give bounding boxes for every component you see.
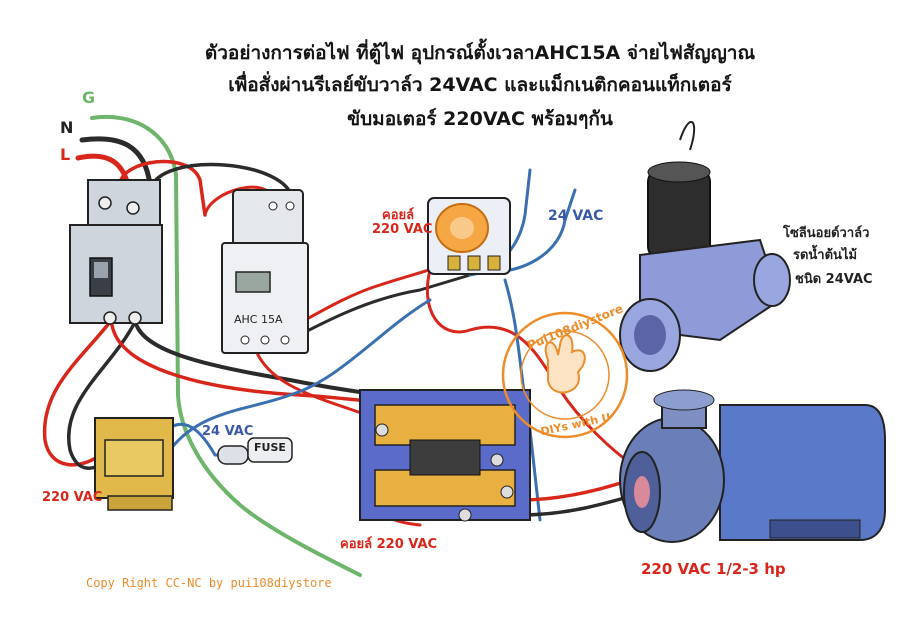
copyright-text: Copy Right CC-NC by pui108diystore [86,576,332,590]
relay-out-red [425,268,642,472]
transformer-input-label: 220 VAC [42,490,103,505]
neutral-label: N [60,118,74,137]
pump-motor [619,389,886,543]
relay [427,197,511,275]
valve-label-1: โซลีนอยด์วาล์ว [783,226,870,241]
fuse-holder [217,437,293,465]
solenoid-valve [619,120,791,372]
neutral-wire-in [79,136,153,188]
brand-stamp [501,311,629,439]
vac24-mid-label: 24 VAC [202,424,254,439]
timer-ahc15a [221,189,309,354]
relay-coil-label-1: คอยล์ [382,208,415,223]
breaker-to-timer-black [148,162,294,202]
ground-label: G [82,88,96,107]
title-line-3: ขับมอเตอร์ 220VAC พร้อมๆกัน [347,108,613,130]
contactor-coil-label: คอยล์ 220 VAC [340,537,438,552]
valve-label-3: ชนิด 24VAC [795,272,873,287]
fuse-label: FUSE [254,441,286,454]
ground-wire [90,115,362,577]
magnetic-contactor [359,389,531,522]
transformer-24v-blue [168,298,432,452]
live-label: L [60,145,71,164]
valve-label-2: รดน้ำต้นไม้ [793,248,858,263]
title-line-2: เพื่อสั่งผ่านรีเลย์ขับวาล์ว 24VAC และแม็… [228,74,732,96]
circuit-breaker [69,179,163,325]
relay-coil-label-2: 220 VAC [372,222,433,237]
live-wire-in [75,153,131,188]
motor-label: 220 VAC 1/2-3 hp [641,560,786,578]
breaker-to-transformer-black [66,320,137,470]
vac24-top-label: 24 VAC [548,208,604,224]
breaker-to-timer-red [118,159,207,217]
title-line-1: ตัวอย่างการต่อไฟ ที่ตู้ไฟ อุปกรณ์ตั้งเวล… [204,42,756,64]
timer-model-label: AHC 15A [234,313,283,326]
transformer [94,417,174,511]
